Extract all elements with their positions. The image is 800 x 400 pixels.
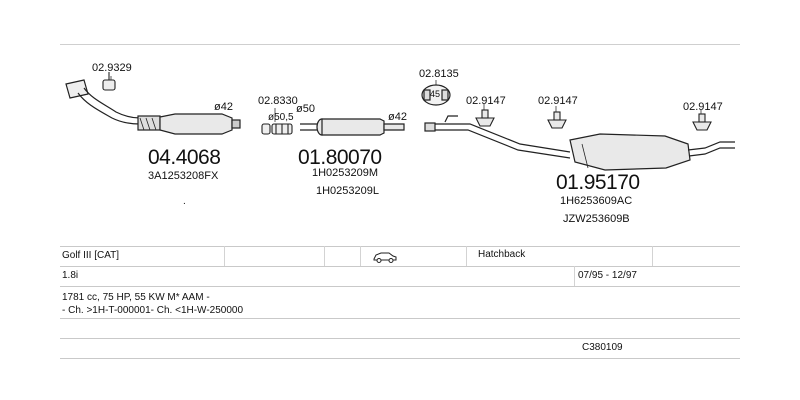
engine-cell: 1.8i [62,270,79,281]
table-line-4 [60,318,740,319]
mid-silencer-oem-2: 1H0253209L [316,185,380,197]
rear-silencer-oem-2: JZW253609B [563,213,630,225]
table-line-1 [60,246,740,247]
leader-lines [110,76,702,122]
rear-silencer-oem-1: 1H6253609AC [560,195,633,207]
hanger-1-label: 02.9147 [466,95,506,107]
rear-silencer-number[interactable]: 01.95170 [556,171,640,194]
rear-silencer-drawing [424,115,735,171]
car-icon [372,250,398,268]
clamp-b-label: 02.8330 [258,95,298,107]
table-line-2 [60,266,740,267]
table-sep-1 [224,246,225,266]
hanger-3-label: 02.9147 [683,101,723,113]
exhaust-diagram [65,72,735,171]
mid-silencer-drawing [300,118,405,136]
clamp-a-label: 02.9329 [92,62,132,74]
hanger-2-label: 02.9147 [538,95,578,107]
table-sep-6 [574,266,575,286]
front-pipe-drawing [65,79,241,135]
table-sep-4 [466,246,467,266]
mid-pipe-diameter-right: ø42 [388,111,407,123]
clamp-b-drawing [261,123,293,135]
chassis-cell: - Ch. >1H-T-000001- Ch. <1H-W-250000 [62,305,244,316]
dates-cell: 07/95 - 12/97 [578,270,637,281]
clamp-a-drawing [102,72,116,91]
gasket-label: 02.8135 [419,68,459,80]
table-sep-2 [324,246,325,266]
table-sep-3 [360,246,361,266]
mid-silencer-oem-1: 1H0253209M [312,167,379,179]
clamp-b-dimension: ø50,5 [268,112,294,123]
table-sep-5 [652,246,653,266]
front-pipe-oem: 3A1253208FX [148,170,219,182]
model-cell: Golf III [CAT] [62,250,120,261]
front-pipe-number[interactable]: 04.4068 [148,146,221,169]
body-type-cell: Hatchback [478,249,526,260]
table-line-3 [60,286,740,287]
top-divider [60,44,740,45]
mid-pipe-diameter-left: ø50 [296,103,315,115]
gasket-badge: 45 [430,89,441,99]
table-line-5 [60,338,740,339]
front-pipe-diameter: ø42 [214,101,233,113]
mid-silencer-number[interactable]: 01.80070 [298,146,382,169]
table-line-6 [60,358,740,359]
hangers-drawing [475,109,712,131]
stray-dot: . [183,196,186,207]
code-cell: C380109 [582,342,623,353]
specs-cell: 1781 cc, 75 HP, 55 KW M* AAM - [62,292,210,303]
